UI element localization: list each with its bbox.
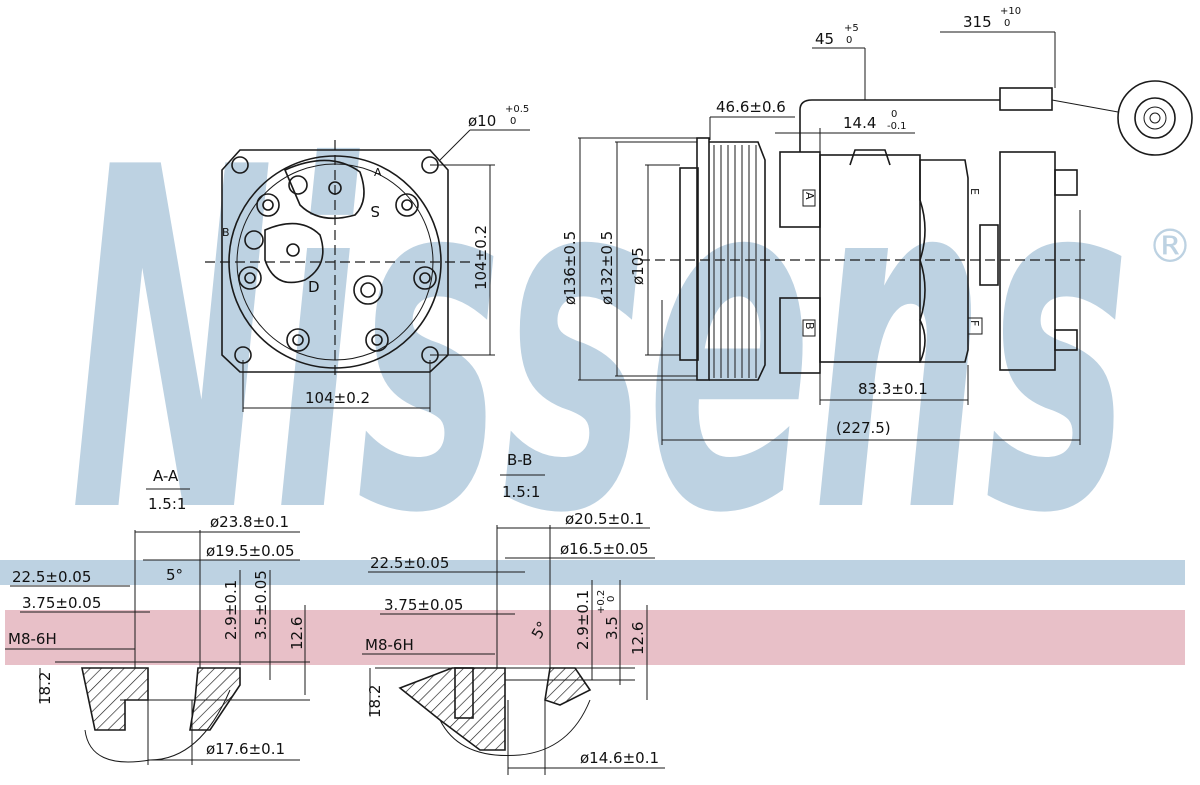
pink-band [5, 610, 1185, 665]
bb-depth2-minus: 0 [606, 596, 617, 602]
flange-tol-plus: 0 [891, 109, 897, 120]
flange-tol-minus: -0.1 [887, 121, 907, 132]
aa-angle: 5° [166, 566, 183, 584]
watermark-text: Nissens [70, 69, 1130, 616]
height-dim: 104±0.2 [472, 225, 490, 290]
label-s: S [370, 202, 380, 220]
bb-depth1: 2.9±0.1 [574, 590, 592, 650]
front-view: A B D S ø10 +0.5 0 104±0.2 104±0.2 [205, 104, 530, 412]
wire-315-dim: 315 [963, 13, 992, 31]
dia-105-dim: ø105 [629, 247, 647, 285]
section-bb: B-B 1.5:1 ø20.5±0.1 ø16.5±0.05 22.5±0.05… [362, 451, 665, 775]
bb-outer-dia: ø20.5±0.1 [565, 510, 644, 528]
section-aa: A-A 1.5:1 ø23.8±0.1 ø19.5±0.05 22.5±0.05… [5, 467, 310, 765]
wire-315-plus: +10 [1000, 6, 1021, 17]
pulley-grooves [713, 145, 757, 378]
bb-depth2-plus: +0.2 [596, 590, 607, 614]
section-bb-scale: 1.5:1 [502, 483, 540, 501]
total-length-dim: (227.5) [836, 419, 891, 437]
width-dim: 104±0.2 [305, 389, 370, 407]
port-label-a: A [374, 166, 382, 179]
aa-depth3: 12.6 [288, 617, 306, 650]
aa-distance: 22.5±0.05 [12, 568, 91, 586]
label-d: D [308, 278, 320, 296]
wire-45-dim: 45 [815, 30, 834, 48]
section-aa-title: A-A [153, 467, 179, 485]
aa-bottom-dia: ø17.6±0.1 [206, 740, 285, 758]
registered-mark: ® [1147, 219, 1193, 273]
side-label-f: F [968, 320, 981, 326]
aa-height: 18.2 [36, 672, 54, 705]
port-label-b: B [222, 226, 230, 239]
bb-thread: M8-6H [365, 636, 414, 654]
aa-offset: 3.75±0.05 [22, 594, 101, 612]
bb-angle: 5° [528, 618, 552, 642]
connector-detail [1117, 80, 1193, 156]
side-view: A B E F ø136±0.5 ø132±0.5 ø105 46.6±0.6 … [561, 6, 1193, 445]
pulley-width-dim: 46.6±0.6 [716, 98, 786, 116]
dia-136-dim: ø136±0.5 [561, 231, 579, 305]
bb-height: 18.2 [366, 685, 384, 718]
bb-inner-dia: ø16.5±0.05 [560, 540, 649, 558]
bb-depth3: 12.6 [629, 622, 647, 655]
section-aa-scale: 1.5:1 [148, 495, 186, 513]
aa-thread: M8-6H [8, 630, 57, 648]
bb-depth2: 3.5 [603, 616, 621, 640]
aa-depth1: 2.9±0.1 [222, 580, 240, 640]
dia-132-dim: ø132±0.5 [598, 231, 616, 305]
bb-bottom-dia: ø14.6±0.1 [580, 749, 659, 767]
wire-45-minus: 0 [846, 35, 852, 46]
port-tol-plus: +0.5 [505, 104, 529, 115]
side-label-a: A [803, 192, 816, 200]
section-bb-title: B-B [507, 451, 532, 469]
aa-outer-dia: ø23.8±0.1 [210, 513, 289, 531]
wire-315-minus: 0 [1004, 18, 1010, 29]
body-length-dim: 83.3±0.1 [858, 380, 928, 398]
wire-45-plus: +5 [844, 23, 859, 34]
port-tol-minus: 0 [510, 116, 516, 127]
bb-offset: 3.75±0.05 [384, 596, 463, 614]
port-diameter-dim: ø10 [468, 112, 496, 130]
flange-dim: 14.4 [843, 114, 876, 132]
bb-distance: 22.5±0.05 [370, 554, 449, 572]
aa-inner-dia: ø19.5±0.05 [206, 542, 295, 560]
side-label-b: B [803, 322, 816, 330]
aa-depth2: 3.5±0.05 [252, 570, 270, 640]
side-label-e: E [968, 188, 981, 195]
